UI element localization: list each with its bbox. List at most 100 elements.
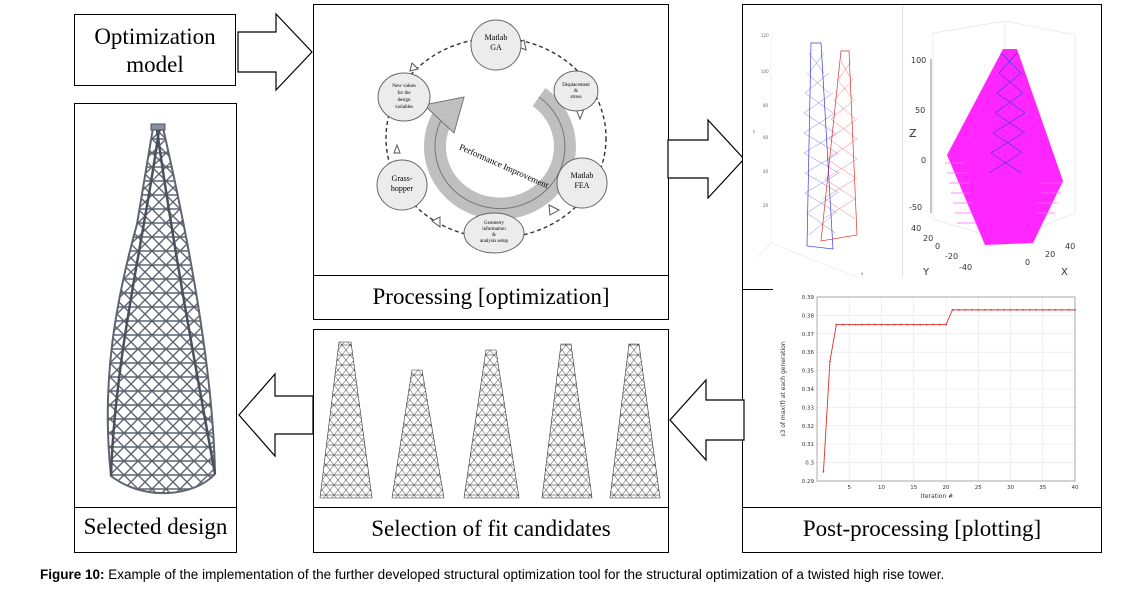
data-point	[1009, 308, 1012, 311]
optimization-model-box: Optimization model	[74, 14, 236, 86]
node-matlab-fea-text: Matlab FEA	[557, 171, 607, 191]
chart-x-label: Iteration #	[921, 493, 953, 500]
caption-text: Example of the implementation of the fur…	[104, 567, 945, 582]
y-tick-20: 20	[923, 234, 933, 243]
y-tick-label: 0.35	[802, 369, 815, 375]
data-point	[1067, 308, 1070, 311]
x-tick-20: 20	[1045, 250, 1055, 259]
data-point	[1035, 308, 1038, 311]
data-point	[919, 323, 922, 326]
x-tick-label: 35	[1039, 485, 1046, 491]
postprocessing-separator	[743, 507, 1101, 508]
optimization-model-label: Optimization model	[75, 23, 235, 79]
y-tick-label: 0.38	[802, 313, 815, 319]
svg-text:20: 20	[763, 203, 769, 208]
data-point	[996, 308, 999, 311]
x-tick-label: 10	[878, 485, 885, 491]
data-point	[1028, 308, 1031, 311]
node-text-line: Displacement	[562, 83, 590, 88]
svg-text:120: 120	[761, 33, 769, 38]
data-point	[1016, 308, 1018, 311]
node-text-line: New values	[392, 84, 416, 89]
data-point	[1054, 308, 1057, 311]
plot3d-divider	[902, 5, 903, 277]
data-point	[1041, 308, 1044, 311]
optimization-model-line-1: Optimization	[94, 24, 216, 49]
candidate-tower	[319, 341, 661, 499]
data-point	[867, 323, 870, 326]
selected-design-box: Selected design	[74, 103, 237, 553]
data-point	[893, 323, 896, 326]
x-tick-label: 25	[975, 485, 982, 491]
z-axis-label: Z	[909, 127, 917, 140]
node-text-line: hopper	[390, 184, 414, 193]
y-tick-label: 0.37	[802, 332, 815, 338]
data-point	[848, 323, 851, 326]
processing-label: Processing [optimization]	[372, 284, 610, 309]
data-point	[841, 323, 844, 326]
node-text-line: stress	[570, 95, 582, 100]
node-text-line: FEA	[574, 181, 590, 190]
y-tick-label: 0.29	[802, 479, 815, 485]
selection-separator	[314, 507, 668, 508]
node-matlab-ga	[470, 19, 522, 71]
y-axis-label: Y	[922, 267, 930, 278]
y-tick-label: 0.33	[802, 405, 815, 411]
convergence-line-chart: 0.290.30.310.320.330.340.350.360.370.380…	[775, 289, 1087, 507]
node-displacement-text: Displacement & stress	[552, 83, 600, 101]
y-tick-40: 40	[911, 224, 921, 233]
data-point	[887, 323, 889, 326]
x-tick-label: 20	[943, 485, 950, 491]
x-axis-label: X	[1061, 267, 1068, 278]
arrow-selection-to-selected	[238, 372, 314, 458]
data-point	[977, 308, 980, 311]
selected-tower-render	[106, 123, 217, 494]
data-point	[1048, 308, 1051, 311]
node-text-line: Matlab	[570, 171, 594, 180]
figure-caption: Figure 10: Example of the implementation…	[40, 567, 944, 582]
z-tick-0: 0	[921, 156, 926, 165]
chart-y-label: s3 of max(f) at each generation	[780, 341, 787, 436]
node-grasshopper-text: Grass- hopper	[377, 174, 427, 194]
selected-separator	[75, 507, 236, 508]
z-tick-50: 50	[915, 106, 925, 115]
y-tick-label: 0.39	[802, 295, 815, 301]
postprocessing-label: Post-processing [plotting]	[802, 516, 1042, 541]
z-tick-100: 100	[911, 56, 926, 65]
z-tick-minus-50: -50	[909, 203, 922, 212]
x-tick-label: 15	[910, 485, 917, 491]
node-text-line: Matlab	[484, 33, 508, 42]
data-point	[899, 323, 902, 326]
y-tick-label: 0.36	[802, 350, 815, 356]
svg-text:x: x	[861, 271, 864, 276]
node-displacement	[553, 70, 599, 112]
x-tick-40: 40	[1065, 242, 1075, 251]
x-tick-label: 40	[1072, 485, 1079, 491]
data-point	[829, 360, 831, 363]
node-new-values-text: New values for the design variables	[378, 83, 430, 111]
node-text-line: analysis setup	[480, 239, 508, 244]
node-text-line: for the	[397, 91, 411, 96]
plot3d-bottom-edge	[743, 289, 773, 290]
selection-label: Selection of fit candidates	[371, 516, 611, 541]
node-text-line: Grass-	[391, 174, 413, 183]
data-point	[1022, 308, 1025, 311]
data-point	[1061, 308, 1063, 311]
data-point	[880, 323, 883, 326]
y-tick-label: 0.32	[802, 424, 814, 430]
optimization-cycle-diagram	[376, 19, 608, 254]
svg-text:z: z	[753, 129, 755, 134]
x-tick-0: 0	[1025, 258, 1030, 267]
data-point	[874, 323, 876, 326]
data-point	[822, 470, 825, 473]
selection-box: Selection of fit candidates	[313, 329, 669, 553]
svg-text:100: 100	[761, 69, 769, 74]
node-geometry-text: Geometry information & analysis setup	[464, 221, 524, 245]
y-tick-label: 0.31	[802, 442, 814, 448]
node-matlab-ga-text: Matlab GA	[471, 33, 521, 53]
optimization-model-line-2: model	[126, 52, 184, 77]
data-point	[958, 308, 960, 311]
data-point	[861, 323, 864, 326]
